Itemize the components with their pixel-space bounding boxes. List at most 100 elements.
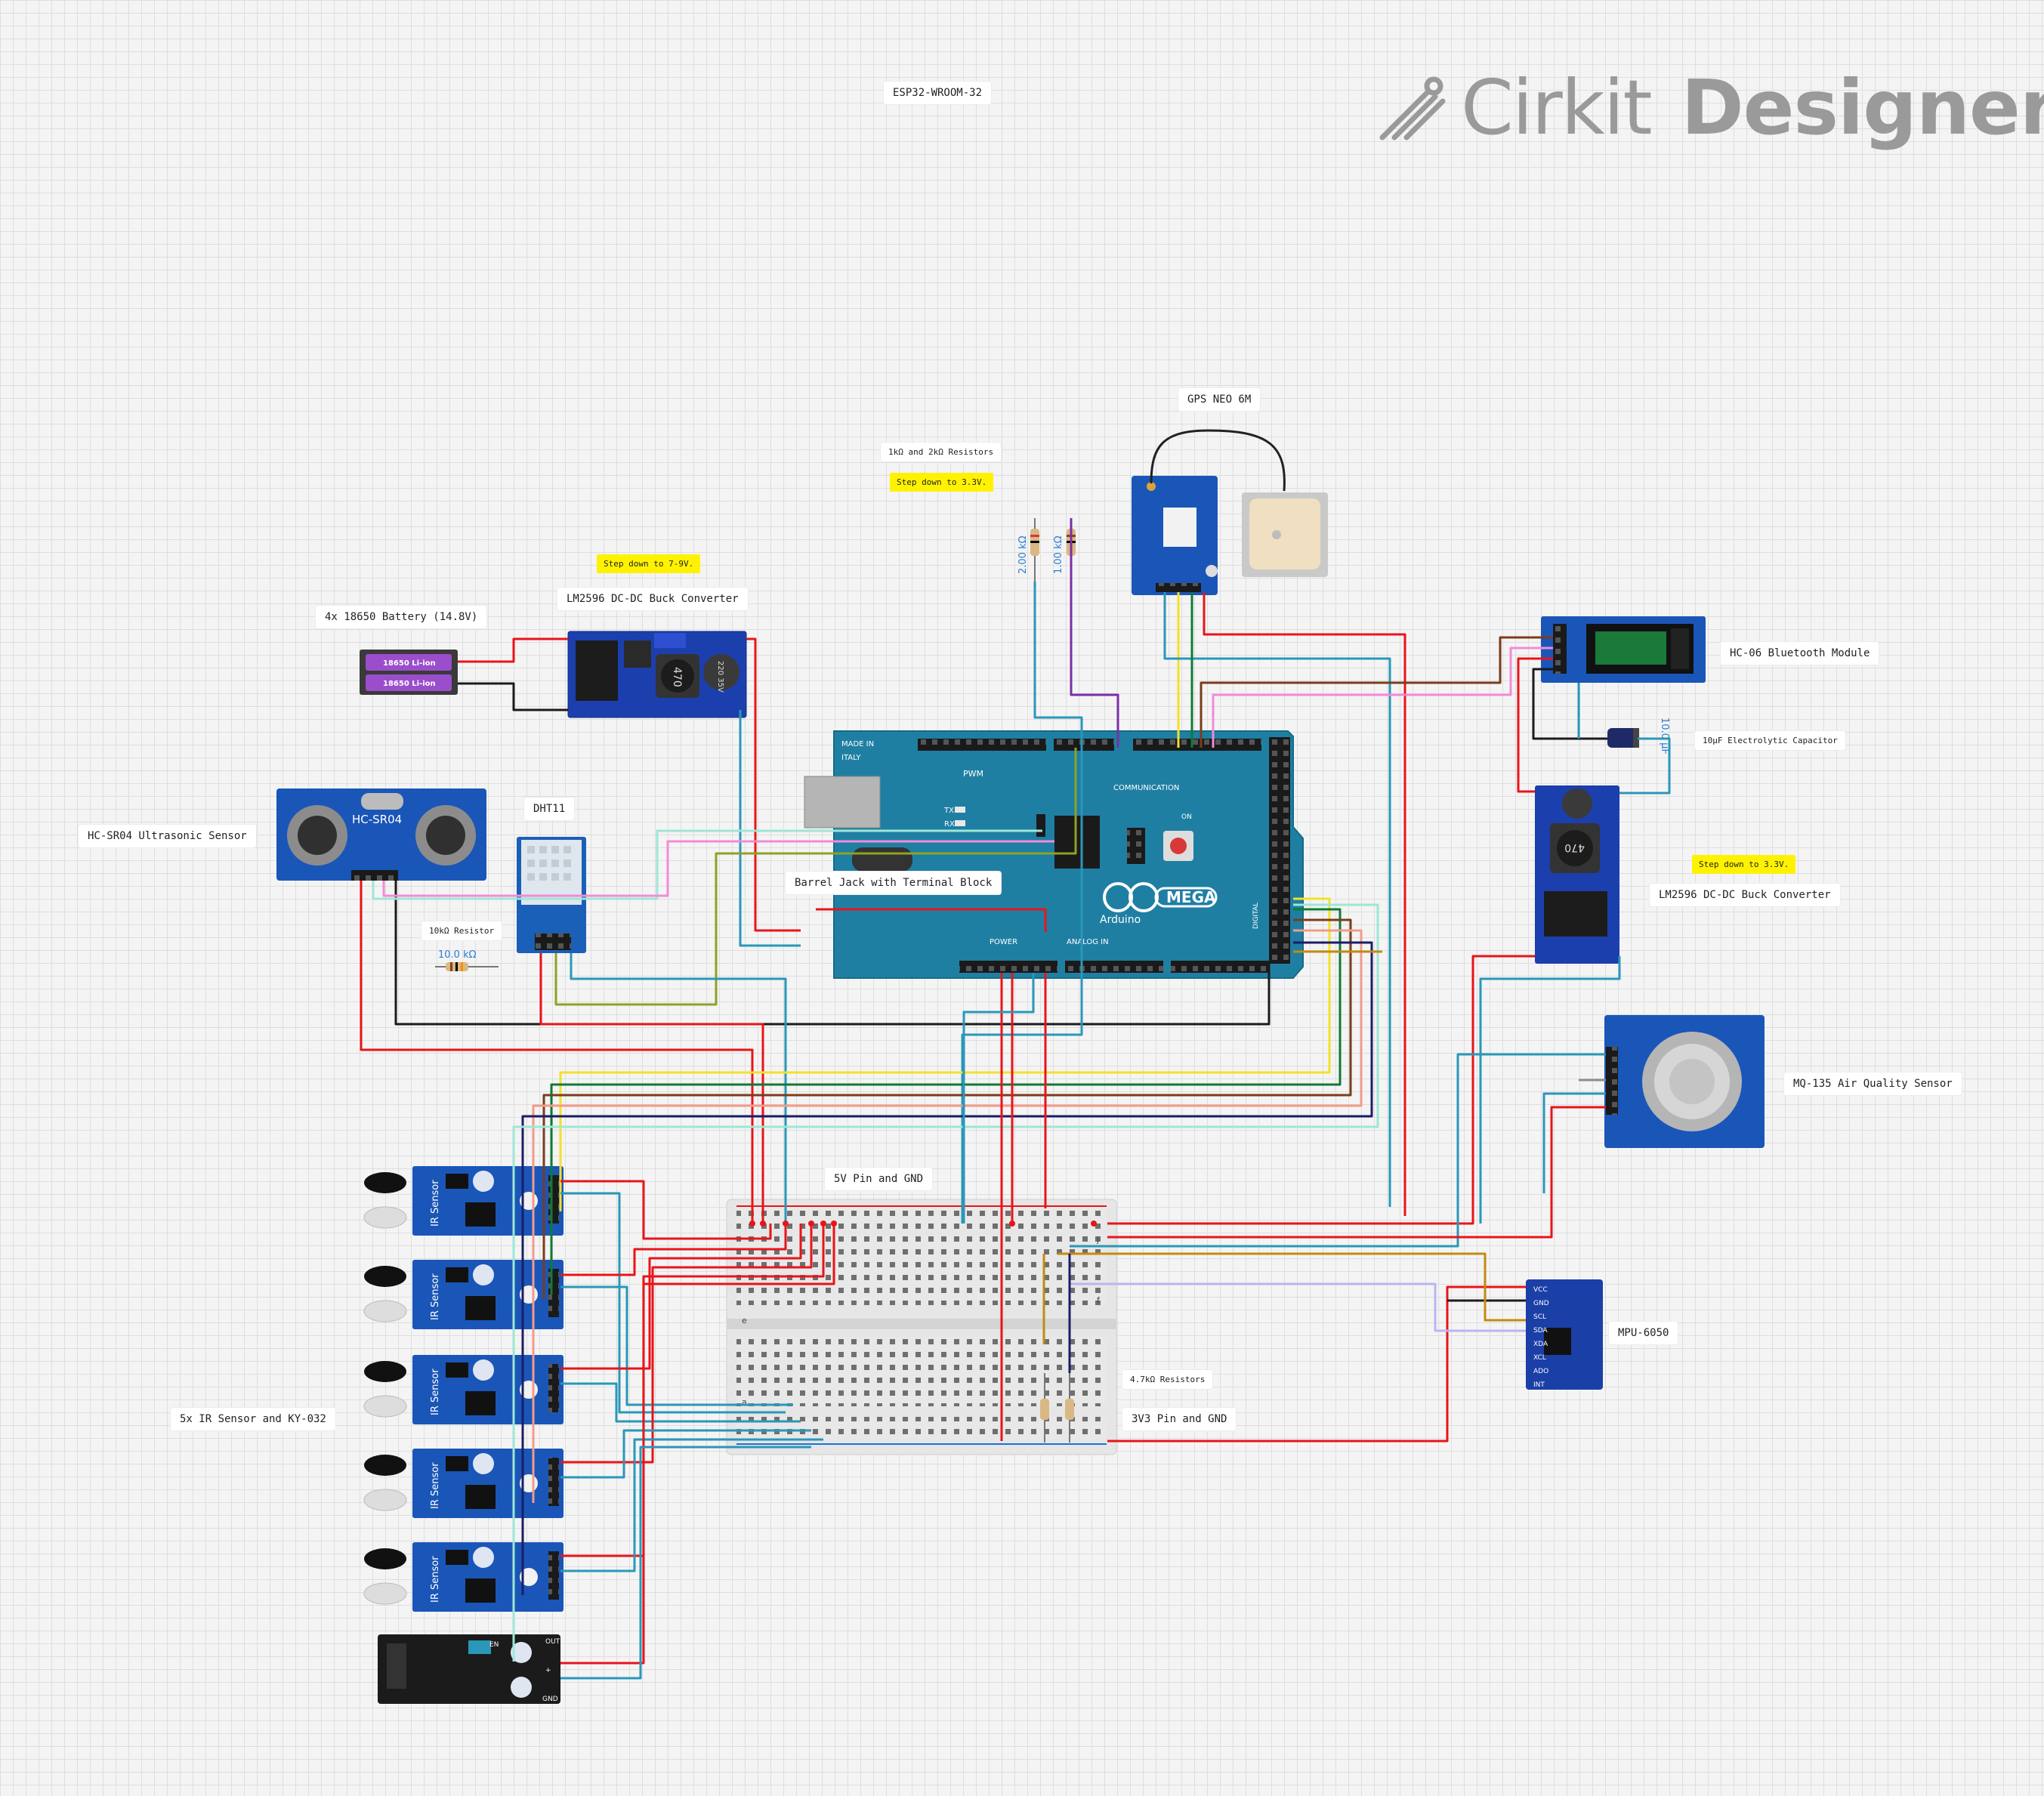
wire-teal	[570, 953, 787, 1224]
resistor-10k-value: 10.0 kΩ	[438, 949, 477, 961]
wire-red	[560, 1180, 772, 1240]
bb-row-label: e	[742, 1316, 747, 1325]
wire-black	[1532, 668, 1607, 740]
bb-row-label: j	[1096, 1235, 1099, 1245]
hc06-module[interactable]	[1541, 616, 1706, 683]
reset-button	[1170, 838, 1187, 854]
battery-cell-text: 18650 Li-ion	[383, 680, 436, 688]
tx-text: TX	[943, 807, 954, 815]
wire-teal	[560, 1438, 823, 1572]
gps-module[interactable]	[1132, 429, 1328, 595]
rx-text: RX	[944, 820, 955, 829]
on-text: ON	[1181, 813, 1192, 821]
wire-red	[1517, 657, 1553, 793]
mega-chip	[1054, 816, 1100, 869]
label-4k7: 4.7kΩ Resistors	[1122, 1370, 1213, 1389]
note-step79: Step down to 7-9V.	[597, 554, 701, 573]
mpu-pin-xda: XDA	[1533, 1341, 1548, 1348]
wire-red	[458, 637, 568, 663]
bb-row-label: f	[1097, 1295, 1101, 1305]
wire-red	[1203, 592, 1406, 1216]
brand-bold: Designer	[1681, 63, 2044, 152]
wire-teal	[560, 1382, 801, 1423]
ir-sensor-text: IR Sensor	[430, 1556, 441, 1603]
wires	[360, 518, 1671, 1680]
ky032-pin-plus: +	[545, 1667, 551, 1674]
mpu-pin-scl: SCL	[1533, 1313, 1546, 1321]
wire-gold	[1058, 1252, 1526, 1322]
mpu6050-sensor[interactable]: VCC GND SCL SDA XDA XCL ADO INT	[1526, 1279, 1603, 1390]
wire-lavender	[1070, 1282, 1526, 1332]
note-step33-right: Step down to 3.3V.	[1692, 855, 1796, 874]
wire-navy	[521, 941, 1373, 1595]
mpu-pin-xcl: XCL	[1533, 1354, 1546, 1362]
usb-port	[804, 776, 881, 829]
ir-sensor-text: IR Sensor	[430, 1462, 441, 1509]
wire-teal	[560, 1285, 793, 1406]
label-resistors-1k2k: 1kΩ and 2kΩ Resistors	[881, 443, 1002, 461]
mega-text: MEGA	[1166, 888, 1216, 906]
ir-sensor-1[interactable]: IR Sensor	[363, 1166, 563, 1236]
ir-sensor-4[interactable]: IR Sensor	[363, 1449, 563, 1518]
hcsr04-sensor[interactable]: HC-SR04	[276, 788, 486, 881]
mpu-pin-int: INT	[1533, 1381, 1545, 1389]
wire-teal	[560, 1429, 811, 1479]
battery-pack[interactable]: 18650 Li-ion 18650 Li-ion	[360, 650, 458, 695]
brand-light: Cirkit	[1461, 63, 1653, 152]
label-hc06: HC-06 Bluetooth Module	[1721, 642, 1879, 665]
wire-teal	[1070, 1053, 1606, 1248]
electrolytic-capacitor[interactable]: 10.0 µF	[1607, 717, 1670, 755]
communication-text: COMMUNICATION	[1113, 784, 1179, 792]
note-step33-top: Step down to 3.3V.	[890, 473, 994, 492]
label-mpu: MPU-6050	[1609, 1322, 1678, 1344]
wire-teal	[560, 1446, 811, 1680]
ir-sensor-text: IR Sensor	[430, 1273, 441, 1320]
wire-red	[1107, 1106, 1606, 1239]
label-3v3-gnd: 3V3 Pin and GND	[1122, 1408, 1237, 1430]
ky032-pin-en: EN	[489, 1641, 499, 1649]
wire-black	[458, 682, 568, 711]
ir-sensor-text: IR Sensor	[430, 1180, 441, 1227]
mpu-pin-sda: SDA	[1533, 1327, 1548, 1335]
resistor-1k-value: 1.00 kΩ	[1053, 535, 1064, 574]
buck-cap2-text: 220 35V	[716, 661, 724, 693]
buck-cap-text: 470	[671, 667, 683, 687]
buck-converter-2[interactable]: 470	[1535, 785, 1619, 964]
ir-sensor-3[interactable]: IR Sensor	[363, 1355, 563, 1424]
resistor-2k-value: 2.00 kΩ	[1017, 535, 1029, 574]
wire-teal	[1479, 956, 1621, 1224]
label-capacitor: 10µF Electrolytic Capacitor	[1695, 731, 1845, 750]
wire-black	[394, 881, 1271, 1026]
cirkit-logo-icon	[1379, 76, 1446, 140]
wire-teal	[560, 1192, 786, 1414]
mpu-pin-vcc: VCC	[1533, 1286, 1548, 1294]
pwm-text: PWM	[963, 769, 983, 779]
label-esp32: ESP32-WROOM-32	[884, 82, 992, 104]
wire-red	[560, 1224, 813, 1464]
breadboard-row-labels: e a j f	[742, 1235, 1101, 1407]
label-5v-gnd: 5V Pin and GND	[825, 1168, 933, 1190]
label-gps: GPS NEO 6M	[1178, 388, 1261, 411]
bb-row-label: a	[742, 1397, 747, 1407]
resistors-4k7[interactable]	[1040, 1373, 1074, 1443]
wire-mint	[512, 903, 1379, 1662]
label-barrel: Barrel Jack with Terminal Block	[786, 872, 1002, 894]
ir-sensor-5[interactable]: IR Sensor	[363, 1542, 563, 1612]
wire-red	[560, 1224, 802, 1370]
resistor-divider[interactable]: 2.00 kΩ 1.00 kΩ	[1017, 518, 1076, 582]
wire-teal	[1163, 592, 1391, 1207]
ky032-sensor[interactable]: EN OUT + GND	[378, 1634, 560, 1704]
wire-teal	[739, 710, 801, 947]
wire-salmon	[532, 929, 1363, 1503]
label-10k: 10kΩ Resistor	[421, 921, 502, 940]
ir-sensor-2[interactable]: IR Sensor	[363, 1260, 563, 1329]
made-in-text: MADE IN	[841, 740, 874, 748]
resistor-10k[interactable]: 10.0 kΩ	[435, 949, 499, 971]
cap-value: 10.0 µF	[1659, 717, 1670, 755]
wire-teal	[1619, 737, 1671, 795]
wire-teal	[1542, 1092, 1606, 1193]
mq135-sensor[interactable]	[1604, 1015, 1765, 1148]
label-dht11: DHT11	[524, 798, 575, 820]
buck-converter-1[interactable]: 470 220 35V	[567, 631, 747, 718]
